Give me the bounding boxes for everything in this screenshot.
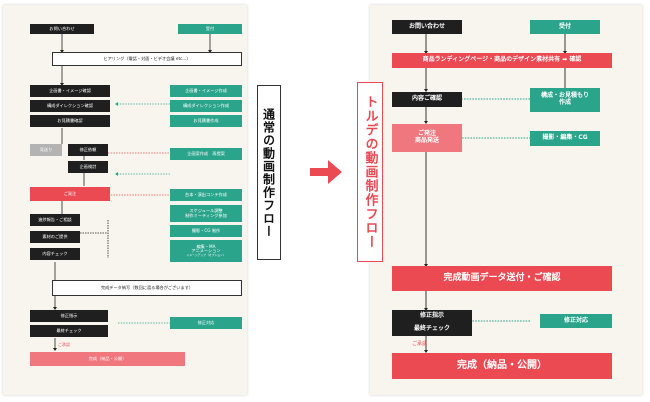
left-fix-handle-box: 修正対応 [170,317,242,329]
right-fix-handle-box: 修正対応 [540,314,612,328]
right-compose-text: 構成・お見積もり 作成 [540,92,589,106]
right-flow-title-box: トルデの動画制作フロー [357,82,383,262]
left-revision-request-box: 修正依頼 [68,144,108,156]
left-order-box: ご発注 [30,187,110,201]
left-acceptance-label: ご承認 [58,342,70,347]
right-delivery-box: 完成動画データ送付・ご確認 [392,266,612,291]
left-content-check-box: 内容チェック [30,248,80,260]
left-schedule-text: スケジュール調整 制作ミーティング参加 [185,207,227,218]
left-reception-box: 受付 [178,24,242,34]
left-edit-text: 編集・MA アニメーション [191,243,221,254]
right-order-box: ご発注 商品発送 [392,124,462,152]
left-script-create-box: 台本・演出コンテ作成 [170,189,242,201]
left-quote-check-box: お見積書確認 [30,115,110,127]
left-planning-check-box: 企画書・イメージ確認 [30,85,110,97]
left-schedule-box: スケジュール調整 制作ミーティング参加 [170,205,242,222]
left-plan-review-box: 企画検討 [68,161,108,173]
left-shoot-box: 撮影・CG 制作 [170,225,242,237]
left-quote-create-box: お見積書作成 [170,115,242,127]
right-share-box: 商品ランディングページ・商品のデザイン素材共有 ➡ 確認 [392,53,612,68]
left-edit-note: イメージアップ（オプション） [186,253,226,258]
left-lost-box: 見送り [30,144,62,156]
left-planning-create-box: 企画書・イメージ作成 [170,85,242,97]
left-progress-box: 進捗報告・ご相談 [30,214,80,226]
left-direction-create-box: 構成ダイレクション作成 [170,100,242,112]
left-flow-title: 通常の動画制作フロー [261,107,276,238]
left-complete-box: 完成（納品・公開） [30,352,185,366]
left-inquiry-box: お問い合わせ [30,24,94,34]
right-flow-title: トルデの動画制作フロー [362,95,378,249]
right-reception-box: 受付 [530,20,600,34]
right-acceptance-label: ご承認 [412,341,428,347]
left-delivery-send-box: 完成データ納写（数回に渡る場合がございます） [52,280,242,296]
right-fix-instruction-box: 修正指示 [392,310,472,323]
left-materials-box: 素材のご提供 [30,231,80,243]
right-order-text: ご発注 商品発送 [414,130,439,144]
right-complete-box: 完成（納品・公開） [392,353,612,379]
left-direction-check-box: 構成ダイレクション確認 [30,100,110,112]
right-inquiry-box: お問い合わせ [392,20,462,34]
left-flow-title-box: 通常の動画制作フロー [257,85,281,260]
left-fix-instruction-box: 修正指示 [30,310,108,322]
right-compose-box: 構成・お見積もり 作成 [530,88,600,112]
left-final-check-box: 最終チェック [30,325,108,337]
left-hearing-box: ヒアリング（電話・対面・ビデオ会議 etc...） [52,52,242,66]
right-content-check-box: 内容ご確認 [392,92,462,107]
right-shoot-box: 撮影・編集・CG [530,131,600,146]
left-edit-box: 編集・MA アニメーション イメージアップ（オプション） [170,240,242,262]
left-revision-create-box: 企画案作成 再提案 [170,148,242,160]
right-final-check-box: 最終チェック [392,323,472,336]
